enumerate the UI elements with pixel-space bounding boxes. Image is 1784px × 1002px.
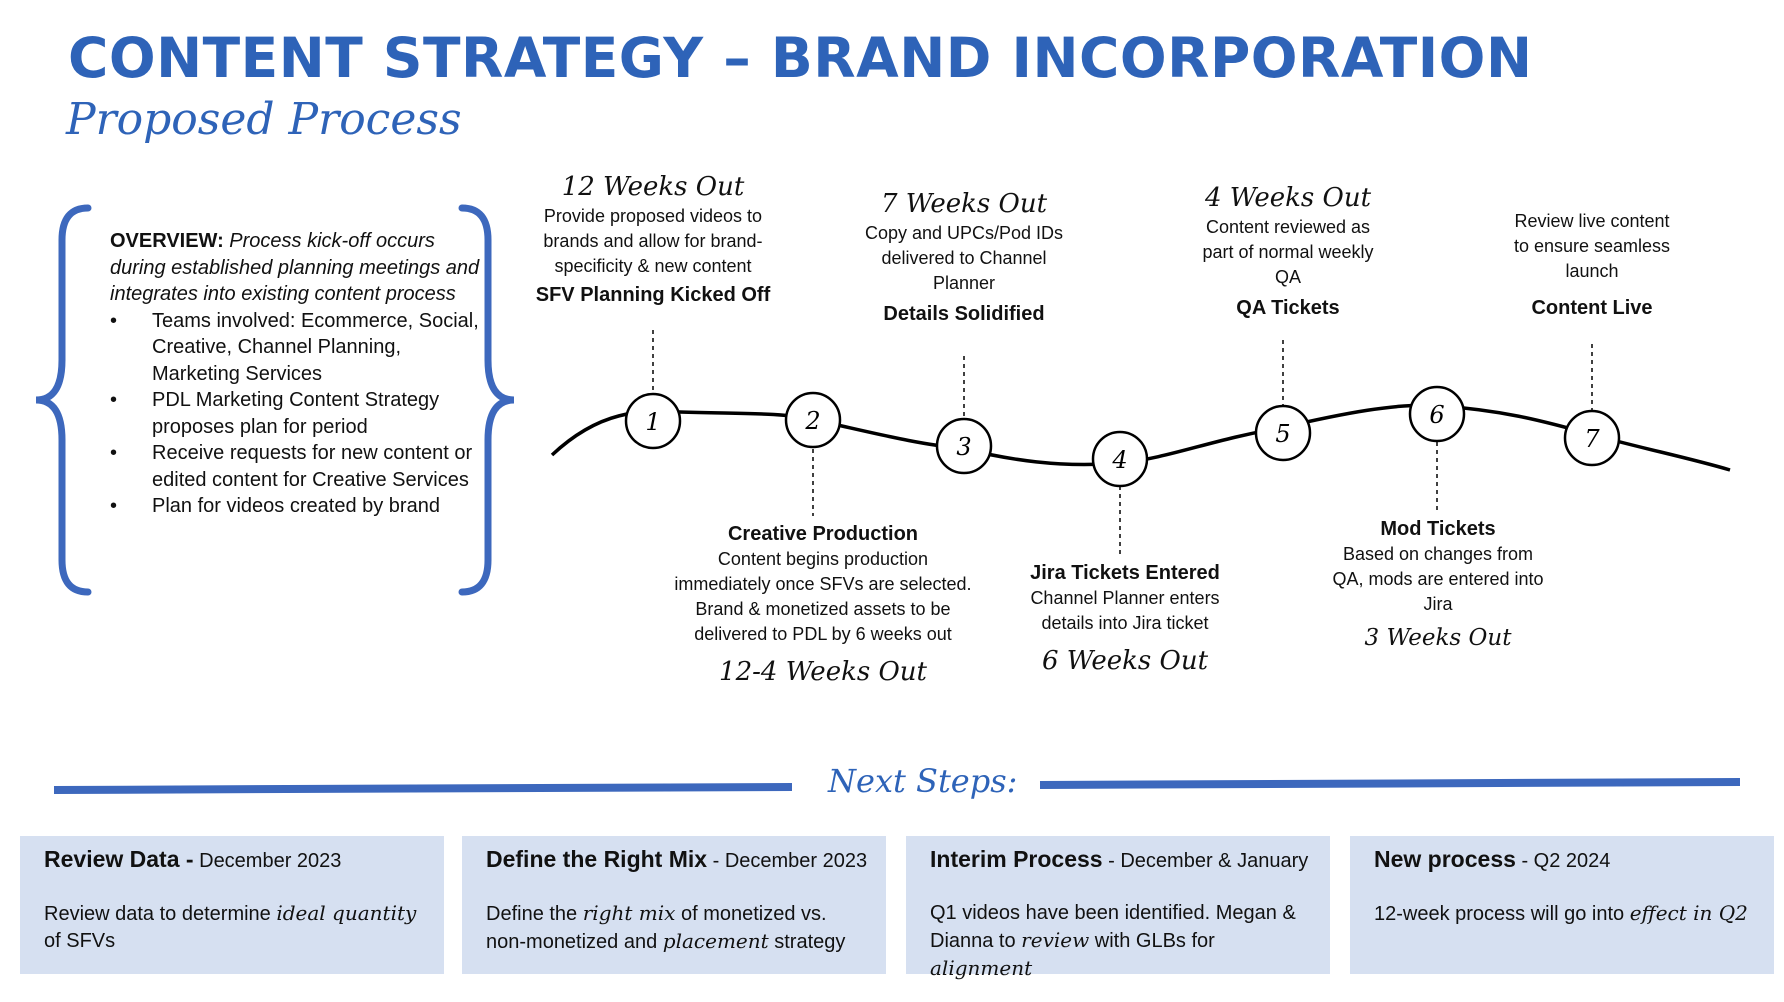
stage-node-7: 7	[1563, 409, 1621, 467]
stage-node-3: 3	[935, 417, 993, 475]
handwritten-emphasis: alignment	[930, 956, 1033, 980]
overview-block: OVERVIEW: Process kick-off occurs during…	[110, 228, 480, 520]
handwritten-emphasis: effect in Q2	[1629, 901, 1748, 925]
stage-3-weeks: 7 Weeks Out	[880, 189, 1048, 219]
stage-6-weeks: 3 Weeks Out	[1364, 625, 1512, 651]
next-step-body-2: Define the right mix of monetized vs. no…	[486, 900, 871, 956]
next-step-body-3: Q1 videos have been identified. Megan & …	[930, 900, 1315, 983]
next-step-card-3: Interim Process - December & January Q1 …	[906, 836, 1330, 980]
stage-number-7: 7	[1584, 425, 1600, 453]
handwritten-emphasis: right mix	[582, 901, 676, 925]
stage-6-label: Mod Tickets	[1380, 518, 1496, 540]
next-step-heading-2: Define the Right Mix - December 2023	[486, 846, 868, 872]
overview-bullet: Teams involved: Ecommerce, Social, Creat…	[110, 308, 480, 388]
next-step-card-2: Define the Right Mix - December 2023 Def…	[462, 836, 886, 974]
next-step-card-1: Review Data - December 2023 Review data …	[20, 836, 444, 974]
stage-7-label: Content Live	[1531, 297, 1653, 319]
overview-bullet: PDL Marketing Content Strategy proposes …	[110, 387, 480, 440]
stage-5-label: QA Tickets	[1236, 297, 1340, 319]
stage-node-6: 6	[1408, 385, 1466, 443]
body-text: with GLBs for	[1089, 930, 1215, 952]
stage-5-weeks: 4 Weeks Out	[1204, 183, 1372, 213]
stage-1-label: SFV Planning Kicked Off	[535, 284, 771, 306]
stage-node-4: 4	[1091, 430, 1149, 488]
stage-number-5: 5	[1275, 420, 1290, 448]
handwritten-emphasis: review	[1021, 928, 1090, 952]
stage-3-label: Details Solidified	[883, 303, 1045, 325]
next-step-body-4: 12-week process will go into effect in Q…	[1374, 900, 1759, 928]
next-step-body-1: Review data to determine ideal quantity …	[44, 900, 429, 955]
stage-number-4: 4	[1111, 446, 1127, 474]
stage-number-2: 2	[804, 407, 820, 435]
next-step-heading-1: Review Data - December 2023	[44, 846, 342, 872]
page-subtitle: Proposed Process	[66, 94, 462, 145]
next-step-card-4: New process - Q2 2024 12-week process wi…	[1350, 836, 1774, 974]
next-steps-title: Next Steps:	[828, 762, 1018, 800]
overview-bullet: Plan for videos created by brand	[110, 493, 480, 520]
stage-number-3: 3	[956, 433, 971, 461]
stage-node-2: 2	[784, 391, 842, 449]
overview-text: Process kick-off occurs during establish…	[110, 230, 480, 305]
stage-2-weeks: 12-4 Weeks Out	[719, 657, 927, 687]
body-text: Q1 videos have been identified. Megan & …	[930, 902, 1296, 952]
next-step-heading-3: Interim Process - December & January	[930, 846, 1309, 872]
page-title: CONTENT STRATEGY – BRAND INCORPORATION	[68, 26, 1533, 90]
stage-node-5: 5	[1254, 404, 1312, 462]
body-text: Define the	[486, 903, 583, 925]
overview-intro: OVERVIEW: Process kick-off occurs during…	[110, 228, 480, 308]
stage-4-label: Jira Tickets Entered	[1030, 562, 1220, 584]
next-steps-divider-left	[53, 783, 793, 794]
overview-bullets: Teams involved: Ecommerce, Social, Creat…	[110, 308, 480, 520]
stage-number-1: 1	[645, 408, 660, 436]
left-brace	[35, 204, 92, 596]
stage-1-weeks: 12 Weeks Out	[561, 172, 745, 202]
body-text: of SFVs	[44, 930, 116, 952]
next-step-heading-4: New process - Q2 2024	[1374, 846, 1611, 872]
body-text: Review data to determine	[44, 903, 277, 925]
handwritten-emphasis: ideal quantity	[276, 901, 417, 925]
stage-number-6: 6	[1429, 401, 1444, 429]
stage-4-weeks: 6 Weeks Out	[1041, 646, 1209, 676]
handwritten-emphasis: placement	[662, 929, 769, 953]
body-text: strategy	[768, 931, 846, 953]
overview-bullet: Receive requests for new content or edit…	[110, 440, 480, 493]
body-text: of monetized vs. non-monetized and	[486, 903, 827, 953]
body-text: 12-week process will go into	[1374, 903, 1630, 925]
stage-2: Creative Production Content begins produ…	[633, 522, 1013, 689]
next-steps-divider-right	[1039, 778, 1741, 789]
stage-node-1: 1	[624, 392, 682, 450]
stage-4: Jira Tickets Entered Channel Planner ent…	[1005, 561, 1245, 678]
overview-label: OVERVIEW:	[110, 230, 224, 252]
stage-2-label: Creative Production	[727, 523, 919, 545]
right-brace	[458, 204, 515, 596]
